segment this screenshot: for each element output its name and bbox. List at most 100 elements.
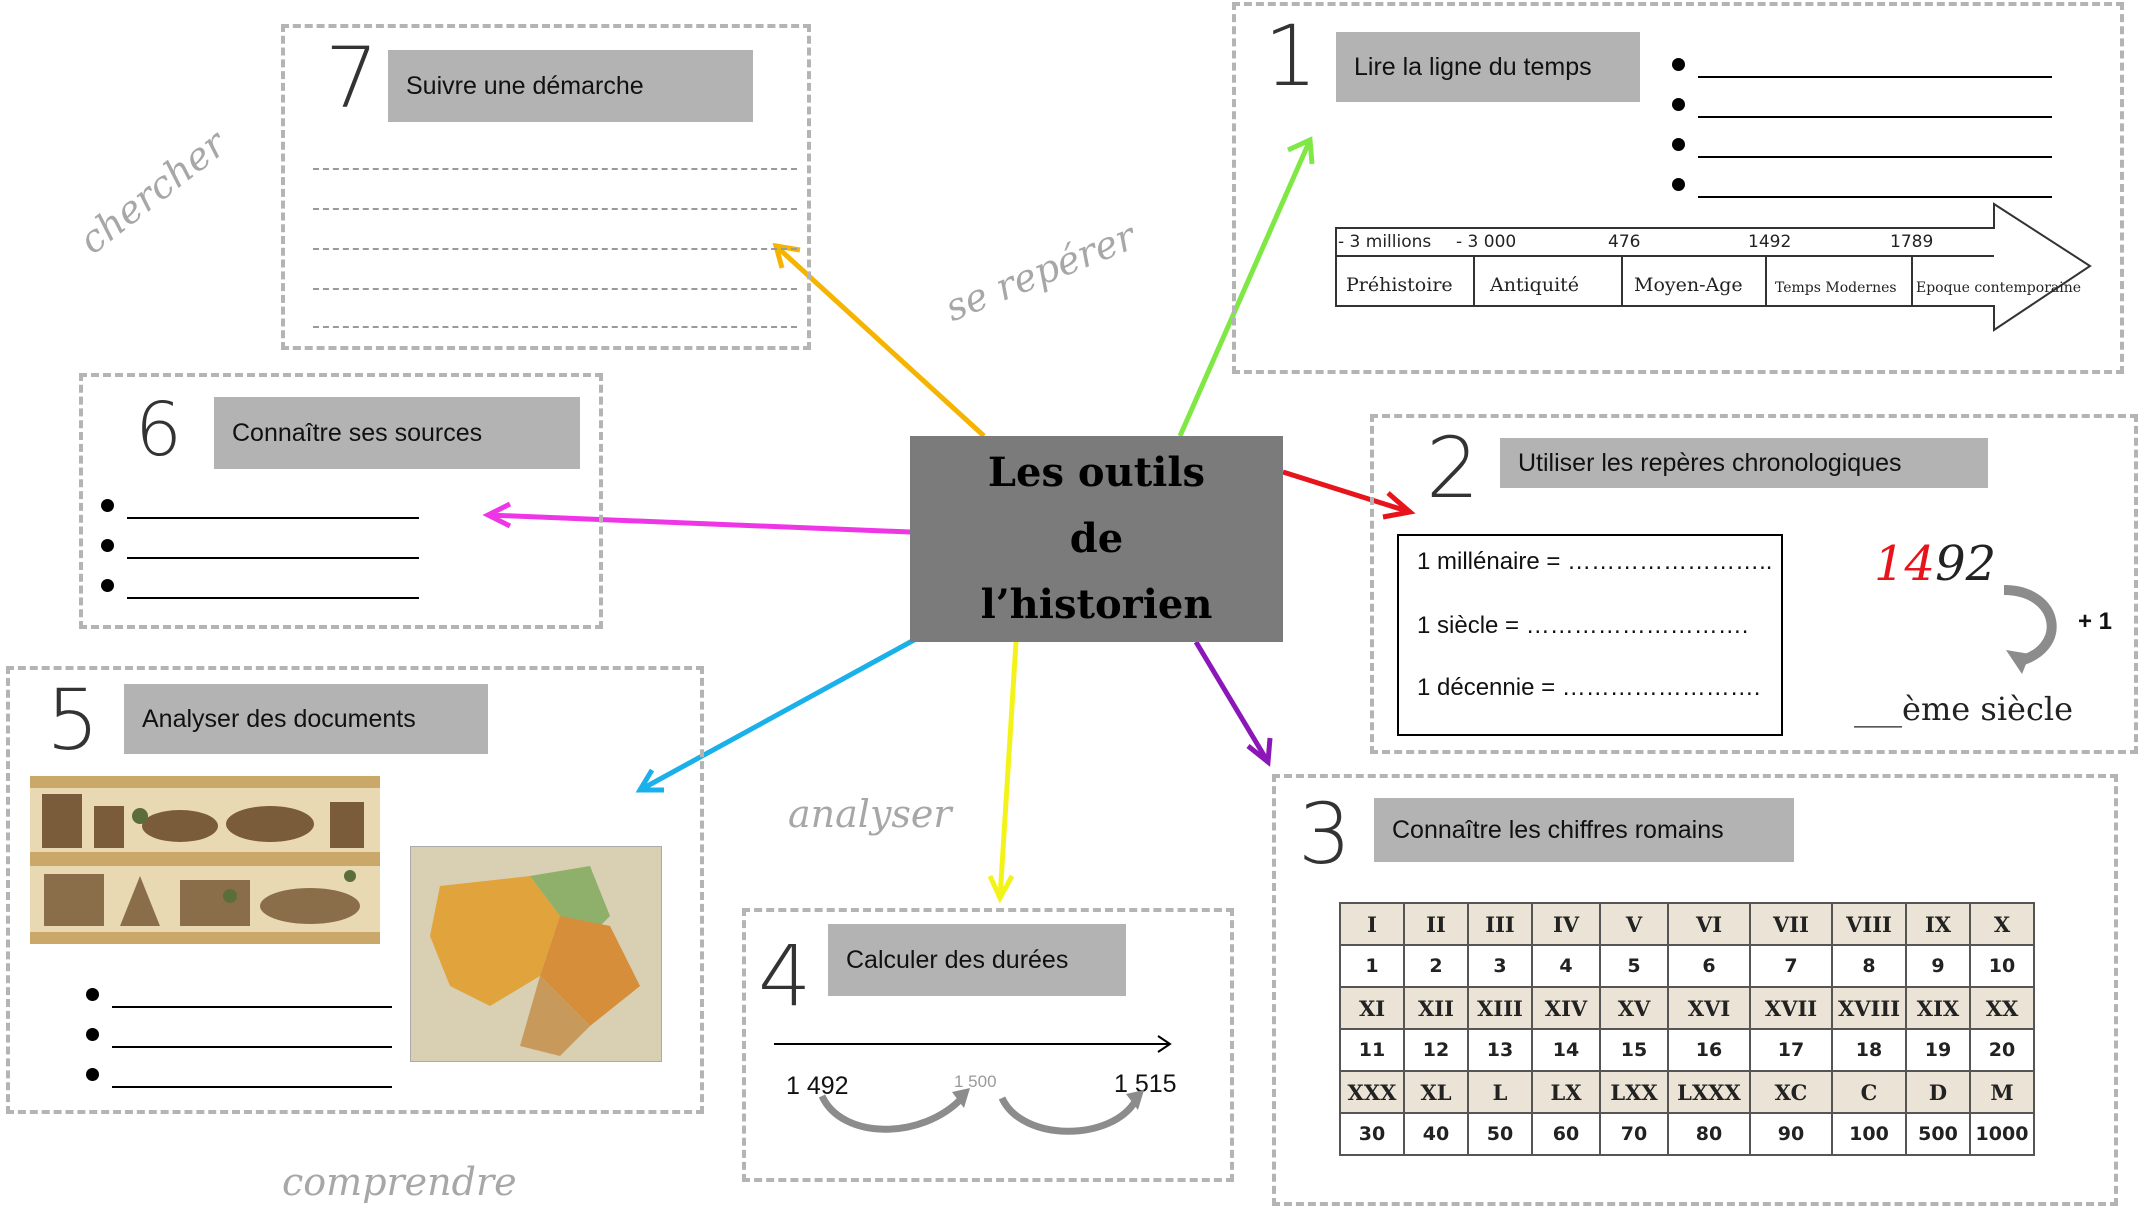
arabic-cell: 12 bbox=[1403, 1028, 1469, 1072]
panel-2-number: 2 bbox=[1426, 419, 1480, 517]
timeline-period: Temps Modernes bbox=[1775, 280, 1897, 296]
panel-5-bullet bbox=[86, 982, 392, 1020]
arrow-to-panel-4 bbox=[997, 641, 1019, 899]
timeline-arrow bbox=[1335, 202, 2092, 332]
definition-millenaire: 1 millénaire = …………………….. bbox=[1417, 548, 1773, 575]
arabic-cell: 5 bbox=[1599, 944, 1669, 988]
arrow-to-panel-5 bbox=[638, 637, 916, 793]
roman-cell: XIX bbox=[1905, 986, 1971, 1030]
arabic-cell: 500 bbox=[1905, 1112, 1971, 1156]
arrowhead-6 bbox=[482, 501, 512, 529]
arabic-cell: 4 bbox=[1531, 944, 1601, 988]
panel-2-title: Utiliser les repères chronologiques bbox=[1500, 438, 1988, 488]
duration-start: 1 492 bbox=[786, 1072, 849, 1100]
arabic-cell: 15 bbox=[1599, 1028, 1669, 1072]
arabic-cell: 8 bbox=[1831, 944, 1907, 988]
arrowhead-3 bbox=[1246, 737, 1273, 767]
roman-cell: XC bbox=[1749, 1070, 1833, 1114]
plus-one-label: + 1 bbox=[2078, 608, 2113, 635]
panel-2: 2 Utiliser les repères chronologiques bbox=[1370, 414, 2138, 754]
arrow-to-panel-1 bbox=[1177, 138, 1313, 438]
panel-5-bullet bbox=[86, 1022, 392, 1060]
roman-cell: III bbox=[1467, 902, 1533, 946]
arrowhead-5 bbox=[635, 768, 664, 793]
arabic-cell: 60 bbox=[1531, 1112, 1601, 1156]
roman-cell: LXX bbox=[1599, 1070, 1669, 1114]
roman-cell: C bbox=[1831, 1070, 1907, 1114]
panel-7-title: Suivre une démarche bbox=[388, 50, 753, 122]
definition-decennie: 1 décennie = ……………………. bbox=[1417, 674, 1761, 701]
panel-7-line bbox=[313, 248, 797, 250]
panel-7-line bbox=[313, 168, 797, 170]
arabic-cell: 6 bbox=[1667, 944, 1751, 988]
arabic-cell: 40 bbox=[1403, 1112, 1469, 1156]
center-line-1: Les outils bbox=[987, 449, 1206, 496]
panel-6-bullet bbox=[101, 493, 419, 531]
panel-5-title: Analyser des documents bbox=[124, 684, 488, 754]
definition-box: 1 millénaire = …………………….. 1 siècle = ………… bbox=[1397, 534, 1783, 736]
arabic-cell: 3 bbox=[1467, 944, 1533, 988]
word-analyser: analyser bbox=[788, 792, 952, 836]
panel-4: 4 Calculer des durées 1 492 1 500 1 515 bbox=[742, 908, 1234, 1182]
definition-siecle: 1 siècle = ………………………. bbox=[1417, 612, 1749, 639]
arabic-cell: 18 bbox=[1831, 1028, 1907, 1072]
panel-6-number: 6 bbox=[135, 387, 183, 473]
roman-cell: VII bbox=[1749, 902, 1833, 946]
arabic-cell: 11 bbox=[1339, 1028, 1405, 1072]
panel-7-line bbox=[313, 208, 797, 210]
roman-cell: X bbox=[1969, 902, 2035, 946]
roman-cell: VI bbox=[1667, 902, 1751, 946]
arrowhead-2 bbox=[1382, 491, 1416, 520]
bayeux-tapestry-image bbox=[30, 776, 380, 944]
timeline-date: 1789 bbox=[1890, 232, 1934, 252]
roman-cell: IX bbox=[1905, 902, 1971, 946]
panel-3-number: 3 bbox=[1298, 785, 1352, 883]
panel-3: 3 Connaître les chiffres romains bbox=[1272, 774, 2118, 1206]
center-line-3: l’historien bbox=[980, 581, 1213, 628]
center-title: Les outils de l’historien bbox=[910, 436, 1283, 642]
arabic-cell: 9 bbox=[1905, 944, 1971, 988]
panel-6-bullet bbox=[101, 533, 419, 571]
panel-1-bullet bbox=[1672, 132, 2052, 170]
roman-cell: I bbox=[1339, 902, 1405, 946]
roman-cell: XV bbox=[1599, 986, 1669, 1030]
arabic-cell: 19 bbox=[1905, 1028, 1971, 1072]
timeline-date: - 3 000 bbox=[1456, 232, 1517, 252]
panel-4-number: 4 bbox=[758, 927, 812, 1025]
timeline-period: Epoque contemporaine bbox=[1916, 280, 2082, 296]
timeline-date: - 3 millions bbox=[1338, 232, 1432, 252]
arabic-cell: 16 bbox=[1667, 1028, 1751, 1072]
panel-1-title: Lire la ligne du temps bbox=[1336, 32, 1640, 102]
panel-5-bullet bbox=[86, 1062, 392, 1100]
word-comprendre: comprendre bbox=[282, 1160, 517, 1204]
panel-3-title: Connaître les chiffres romains bbox=[1374, 798, 1794, 862]
arabic-cell: 14 bbox=[1531, 1028, 1601, 1072]
roman-cell: L bbox=[1467, 1070, 1533, 1114]
roman-cell: II bbox=[1403, 902, 1469, 946]
panel-1-bullet bbox=[1672, 92, 2052, 130]
roman-cell: VIII bbox=[1831, 902, 1907, 946]
panel-4-title: Calculer des durées bbox=[828, 924, 1126, 996]
panel-6-bullet bbox=[101, 573, 419, 611]
roman-cell: XIII bbox=[1467, 986, 1533, 1030]
timeline-period: Moyen-Age bbox=[1634, 274, 1743, 296]
roman-cell: IV bbox=[1531, 902, 1601, 946]
panel-5: 5 Analyser des documents bbox=[6, 666, 704, 1114]
year-example: 1492 bbox=[1874, 536, 1996, 592]
roman-cell: D bbox=[1905, 1070, 1971, 1114]
panel-1-bullet bbox=[1672, 172, 2052, 210]
arabic-cell: 1 bbox=[1339, 944, 1405, 988]
arabic-cell: 13 bbox=[1467, 1028, 1533, 1072]
panel-6: 6 Connaître ses sources bbox=[79, 373, 603, 629]
arabic-cell: 7 bbox=[1749, 944, 1833, 988]
panel-7-number: 7 bbox=[325, 29, 379, 127]
panel-7-line bbox=[313, 326, 797, 328]
arrowhead-1 bbox=[1286, 136, 1315, 165]
arrow-to-panel-6 bbox=[487, 512, 911, 535]
roman-cell: XXX bbox=[1339, 1070, 1405, 1114]
roman-cell: XX bbox=[1969, 986, 2035, 1030]
arrow-to-panel-2 bbox=[1282, 469, 1411, 515]
timeline-date: 1492 bbox=[1748, 232, 1792, 252]
arabic-cell: 20 bbox=[1969, 1028, 2035, 1072]
